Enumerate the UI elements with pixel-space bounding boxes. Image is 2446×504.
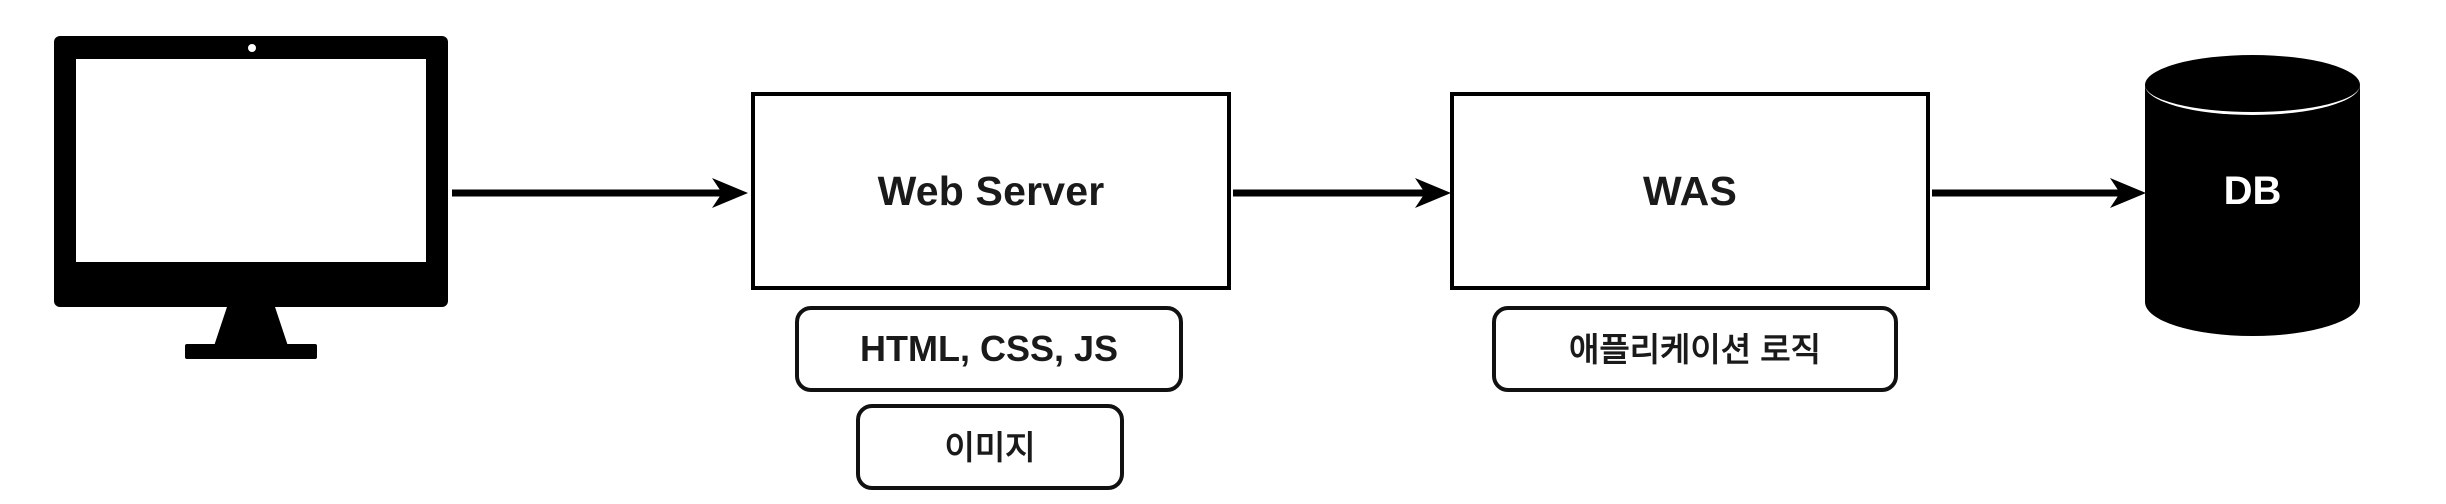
client-monitor-icon — [54, 36, 448, 307]
monitor-stand-base — [185, 344, 317, 359]
tag-image-label: 이미지 — [944, 428, 1036, 466]
webcam-dot-icon — [248, 44, 256, 52]
node-was-label: WAS — [1643, 167, 1737, 214]
node-web-server-label: Web Server — [877, 167, 1105, 214]
arrow-was-to-db — [1930, 176, 2148, 210]
node-db[interactable]: DB — [2145, 55, 2360, 336]
monitor-stand-neck — [214, 306, 288, 346]
db-cylinder-body — [2145, 85, 2360, 336]
node-was[interactable]: WAS — [1450, 92, 1930, 290]
monitor-screen — [76, 59, 426, 262]
tag-html-css-js[interactable]: HTML, CSS, JS — [795, 306, 1183, 392]
tag-application-logic[interactable]: 애플리케이션 로직 — [1492, 306, 1898, 392]
tag-image[interactable]: 이미지 — [856, 404, 1124, 490]
db-cylinder-top-ellipse — [2145, 55, 2360, 115]
arrow-client-to-web-server — [450, 176, 750, 210]
tag-application-logic-label: 애플리케이션 로직 — [1568, 330, 1822, 368]
tag-html-css-js-label: HTML, CSS, JS — [859, 328, 1119, 369]
arrow-web-server-to-was — [1231, 176, 1453, 210]
node-db-label: DB — [2223, 169, 2282, 213]
node-web-server[interactable]: Web Server — [751, 92, 1231, 290]
